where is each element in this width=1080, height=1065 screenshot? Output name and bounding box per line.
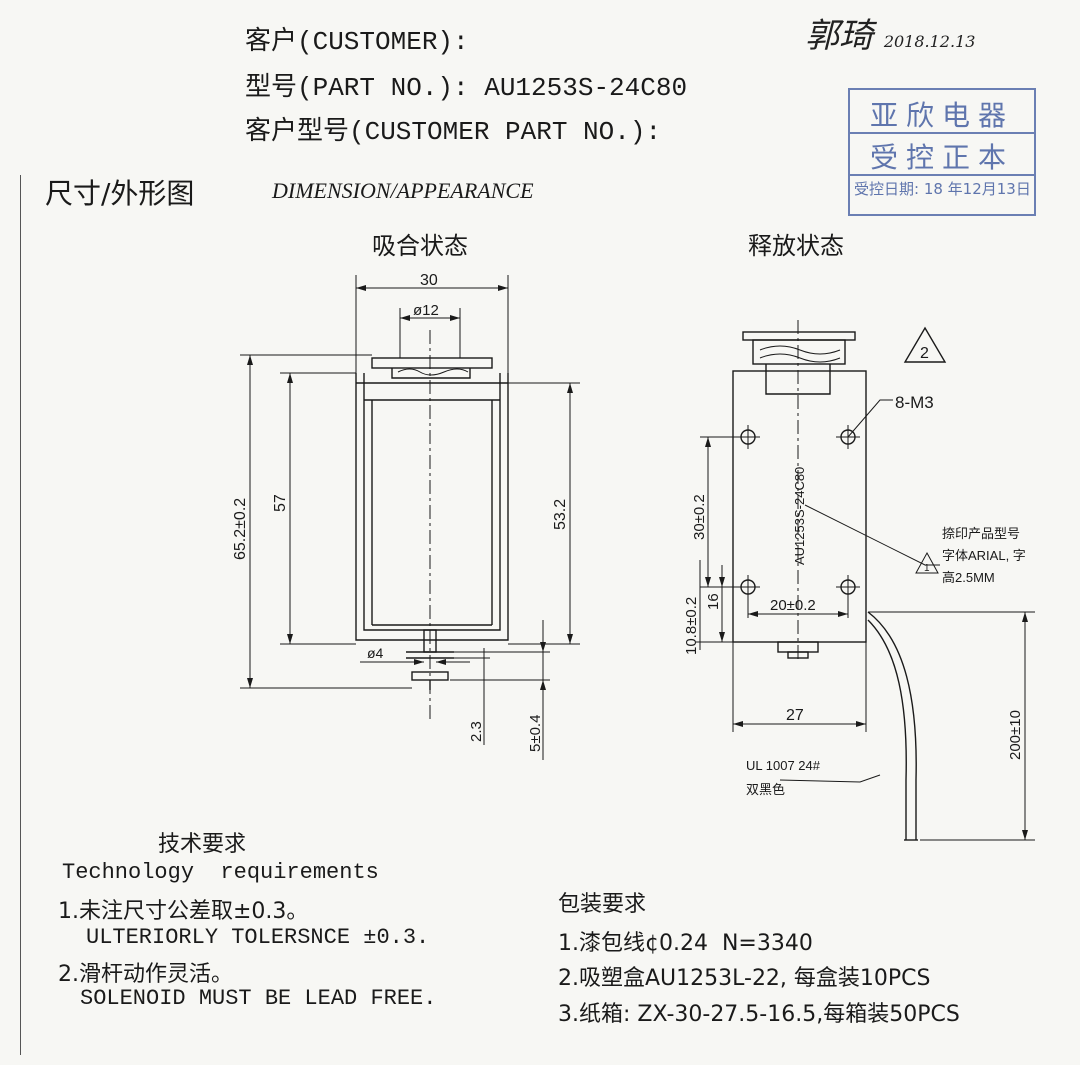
- tech-title-cn: 技术要求: [158, 832, 247, 857]
- dim-dia-12: ø12: [413, 302, 439, 319]
- print-note: 捺印产品型号 字体ARIAL, 字 高2.5MM: [942, 526, 1026, 585]
- dim-h108: 10.8±0.2: [683, 597, 700, 655]
- section-title-en: DIMENSION/APPEARANCE: [272, 178, 534, 203]
- dimension-drawing: 30 ø12 65.2±0.2 57 53.2 ø4 2.3 5±0.4 2 1…: [232, 272, 1035, 841]
- packing-item-2: 2.吸塑盒AU1253L-22, 每盒装10PCS: [558, 966, 931, 991]
- wire-note-line-2: 双黑色: [746, 782, 785, 797]
- tech-title-en: Technology requirements: [62, 860, 379, 885]
- right-view-title: 释放状态: [748, 232, 844, 260]
- signature-date: 2018.12.13: [883, 32, 976, 51]
- dim-width-30: 30: [420, 272, 438, 289]
- page-border-left: [20, 175, 21, 1055]
- stamp-line-1: 亚欣电器: [850, 94, 1034, 134]
- dim-h30: 30±0.2: [691, 494, 708, 540]
- packing-item-1: 1.漆包线¢0.24 N=3340: [558, 931, 813, 956]
- product-marking: AU1253S-24C80: [792, 467, 807, 565]
- dim-height-57: 57: [272, 494, 289, 512]
- tech-item-2-cn: 2.滑杆动作灵活。: [58, 962, 233, 987]
- tech-item-2-en: SOLENOID MUST BE LEAD FREE.: [80, 986, 437, 1011]
- dim-w27: 27: [786, 707, 804, 724]
- dim-w20: 20±0.2: [770, 597, 816, 614]
- customer-part-label: 客户型号(CUSTOMER PART NO.):: [245, 117, 662, 147]
- note-mark-number: 1: [924, 563, 930, 574]
- print-note-line-1: 捺印产品型号: [942, 526, 1020, 541]
- stamp-line-3: 受控日期: 18 年12月13日: [854, 180, 1031, 198]
- wire-note: UL 1007 24# 双黑色: [746, 758, 821, 797]
- tech-item-1-cn: 1.未注尺寸公差取±0.3。: [58, 899, 309, 924]
- screw-spec: 8-M3: [895, 393, 934, 412]
- print-note-line-3: 高2.5MM: [942, 570, 995, 585]
- wire-note-line-1: UL 1007 24#: [746, 758, 821, 773]
- rev-mark-number: 2: [920, 345, 929, 362]
- left-solenoid-body: [355, 330, 509, 720]
- revision-triangle: [903, 326, 947, 363]
- packing-title: 包装要求: [558, 892, 647, 917]
- dim-height-total: 65.2±0.2: [232, 498, 249, 560]
- dim-shaft-dia: ø4: [367, 645, 384, 661]
- stamp-line-2: 受控正本: [850, 136, 1034, 176]
- dim-h16: 16: [705, 593, 722, 610]
- dim-lead: 200±10: [1007, 710, 1024, 760]
- control-stamp: 亚欣电器 受控正本 受控日期: 18 年12月13日: [848, 88, 1036, 216]
- note-triangle: [915, 551, 939, 574]
- dim-stroke-5: 5±0.4: [527, 715, 544, 752]
- signature: 郭琦 2018.12.13: [805, 8, 975, 57]
- left-view-title: 吸合状态: [372, 232, 468, 260]
- packing-item-3: 3.纸箱: ZX-30-27.5-16.5,每箱装50PCS: [558, 1002, 960, 1027]
- print-note-line-2: 字体ARIAL, 字: [942, 548, 1026, 563]
- part-no-label: 型号(PART NO.): AU1253S-24C80: [245, 73, 688, 103]
- tech-item-1-en: ULTERIORLY TOLERSNCE ±0.3.: [86, 925, 430, 950]
- section-title-cn: 尺寸/外形图: [45, 177, 195, 210]
- dim-height-53: 53.2: [552, 499, 569, 530]
- customer-label: 客户(CUSTOMER):: [245, 27, 469, 57]
- signature-name: 郭琦: [805, 16, 873, 56]
- dim-stroke-23: 2.3: [468, 721, 485, 742]
